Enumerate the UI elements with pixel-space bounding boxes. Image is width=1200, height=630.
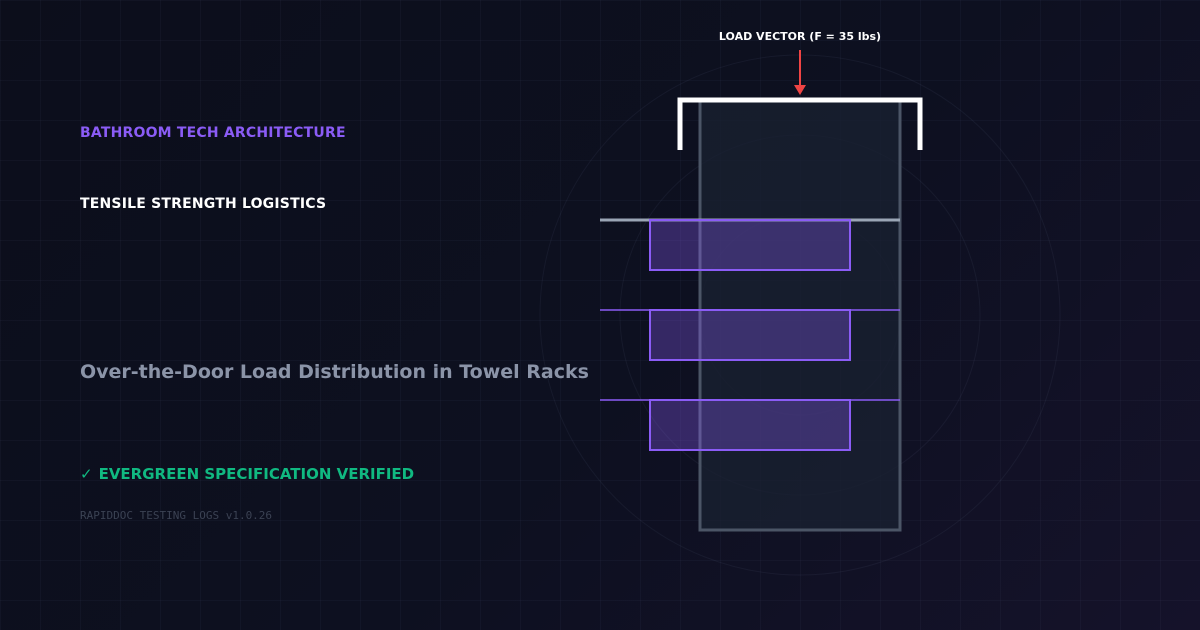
load-vector-label: LOAD VECTOR (F = 35 lbs)	[719, 30, 881, 43]
rack-bar-1	[649, 219, 851, 271]
door-hook-bracket	[677, 97, 923, 150]
section-subtitle: TENSILE STRENGTH LOGISTICS	[80, 196, 327, 212]
category-label: BATHROOM TECH ARCHITECTURE	[80, 125, 346, 141]
page-title: Over-the-Door Load Distribution in Towel…	[80, 361, 589, 383]
rack-bar-3	[649, 399, 851, 451]
testing-logs-label: RAPIDDOC TESTING LOGS v1.0.26	[80, 509, 273, 522]
load-vector-arrow-icon	[794, 85, 806, 95]
verified-status: ✓ EVERGREEN SPECIFICATION VERIFIED	[80, 465, 414, 483]
door-panel	[698, 98, 902, 532]
verified-status-text: EVERGREEN SPECIFICATION VERIFIED	[98, 465, 415, 483]
rack-bar-2	[649, 309, 851, 361]
checkmark-icon: ✓	[80, 465, 93, 483]
